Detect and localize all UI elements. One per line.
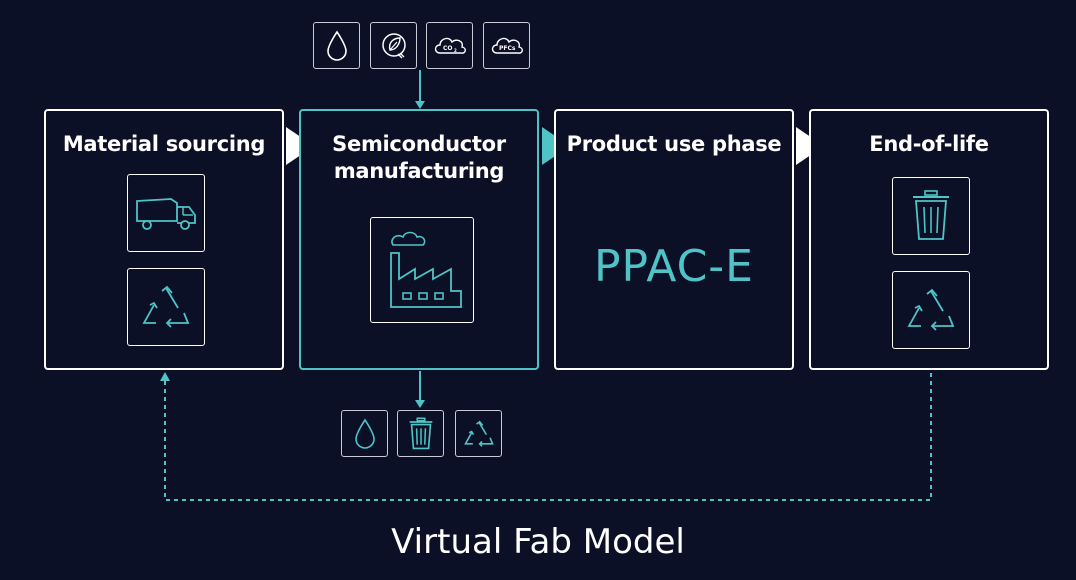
water-drop-icon [341,410,388,457]
stage-product-use-phase: Product use phase PPAC-E [554,109,794,370]
stage-semiconductor-manufacturing: Semiconductor manufacturing [299,109,539,370]
recycle-icon [892,271,970,349]
stage-title: Product use phase [566,132,782,156]
factory-icon [370,217,474,323]
recycle-icon [127,268,205,346]
diagram-caption: Virtual Fab Model [391,522,685,562]
trash-icon [892,177,970,255]
energy-leaf-icon [370,22,417,69]
ppac-e-metric: PPAC-E [594,241,754,292]
stage-end-of-life: End-of-life [809,109,1049,370]
water-drop-icon [313,22,360,69]
recycle-icon [455,410,502,457]
feedback-loop [164,373,932,501]
truck-icon [127,174,205,252]
stage-title: Semiconductor manufacturing [332,132,506,183]
co2-label: CO [443,45,453,52]
pfcs-label: PFCs [499,45,516,52]
co2-cloud-icon: CO 2 [426,22,473,69]
stage-material-sourcing: Material sourcing [44,109,284,370]
pfcs-cloud-icon: PFCs [483,22,530,69]
co2-subscript: 2 [454,48,457,53]
stage-title: End-of-life [869,132,989,156]
stage-title: Material sourcing [62,132,266,156]
trash-icon [397,410,444,457]
